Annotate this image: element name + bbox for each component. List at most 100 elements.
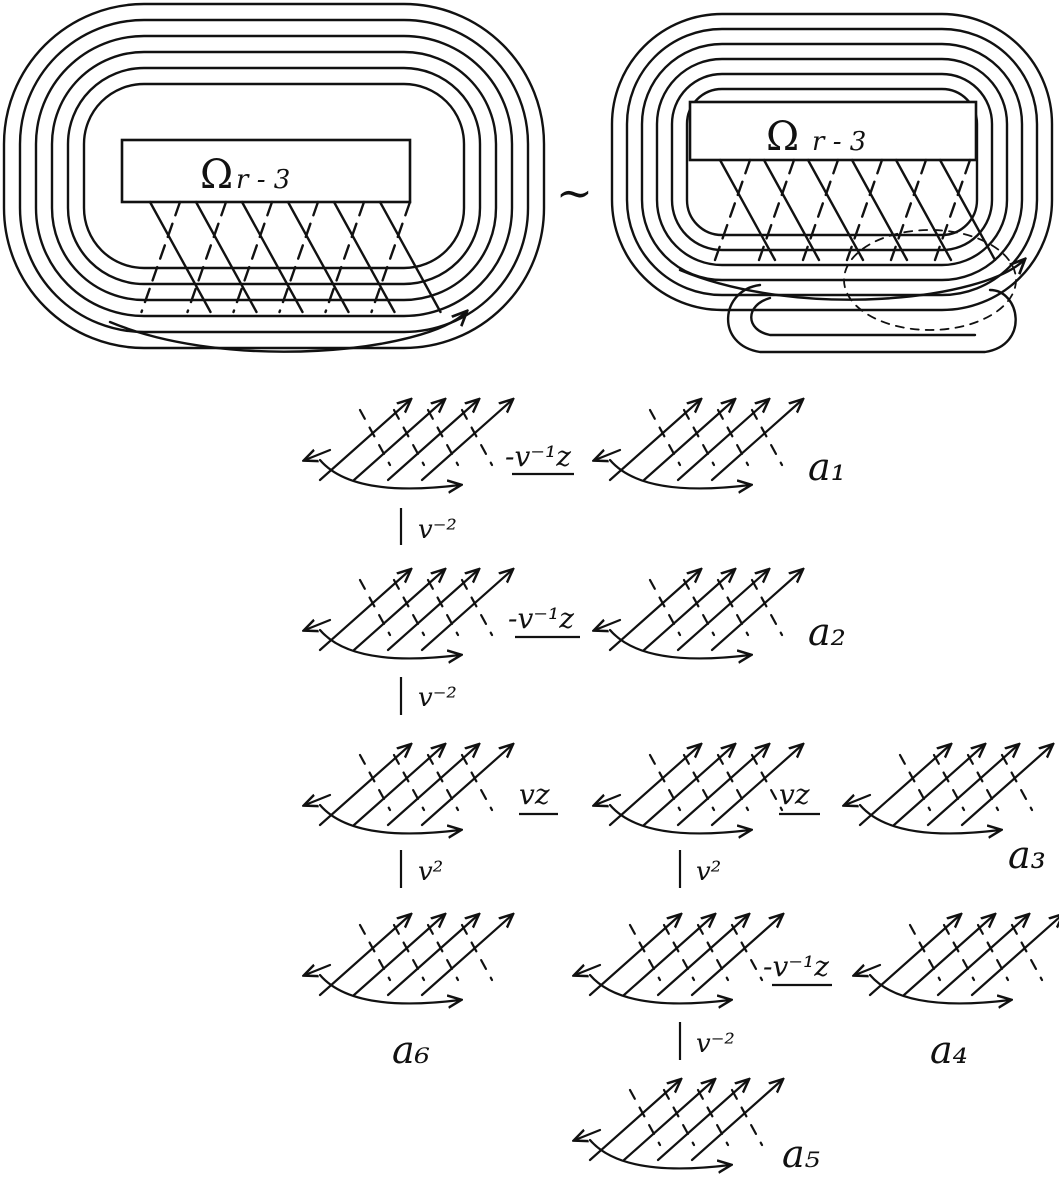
small-under-strand [662,1088,696,1147]
right-strand [850,158,909,262]
name-a2: a₂ [808,610,846,654]
small-under-strand [716,753,750,812]
small-under-strand [648,408,682,467]
small-strand [386,570,478,652]
small-under-strand [392,753,426,812]
small-under-strand [730,923,764,982]
small-strand [868,915,960,997]
small-strand [318,745,410,827]
omega-box-right [688,100,978,162]
small-under-strand [966,753,1000,812]
right-strand-under [713,158,752,262]
small-arrow-left [305,965,332,975]
small-strand [858,745,950,827]
left-strand [240,200,304,314]
small-strand [386,915,478,997]
small-strand [352,570,444,652]
small-arrow-left [305,620,332,630]
small-under-strand [628,1088,662,1147]
small-strand [318,570,410,652]
diagram-row1-left [305,400,512,489]
small-arc [608,458,750,489]
small-under-strand [426,753,460,812]
small-arc [608,628,750,659]
right-strand [806,158,865,262]
small-strand [656,915,748,997]
small-under-strand [358,578,392,637]
small-strand [936,915,1028,997]
vfac-12: v⁻² [418,515,457,545]
omega-symbol-left: Ω [200,152,233,198]
small-under-strand [932,753,966,812]
small-under-strand [358,753,392,812]
small-under-strand [1000,753,1034,812]
small-strand [608,570,700,652]
small-strand [642,570,734,652]
small-strand [588,1080,680,1162]
small-strand [420,745,512,827]
diagram-row1-right [595,400,802,489]
small-strand [352,745,444,827]
small-strand [352,915,444,997]
left-braid [108,200,466,353]
small-under-strand [648,753,682,812]
omega-sub-left: r - 3 [236,165,290,195]
omega-box-left [120,138,412,204]
name-a6: a₆ [392,1028,430,1072]
right-strand-under [757,158,796,262]
dashed-circle [843,229,1017,331]
small-under-strand [750,408,784,467]
small-under-strand [628,923,662,982]
small-strand [642,400,734,482]
vfac-23: v⁻² [418,683,457,713]
omega-sub-right: r - 3 [812,127,866,157]
small-under-strand [942,923,976,982]
small-strand [690,1080,782,1162]
small-strand [588,915,680,997]
right-strand [762,158,821,262]
diagram-row5 [575,1080,782,1169]
small-strand [690,915,782,997]
small-under-strand [696,923,730,982]
small-strand [676,570,768,652]
right-strand [894,158,953,262]
small-under-strand [730,1088,764,1147]
small-under-strand [750,753,784,812]
small-arrow-left [845,795,872,805]
diagram-row4-left [305,915,512,1004]
left-loop [82,82,466,270]
vfac-m34: v² [696,857,721,887]
small-strand [318,915,410,997]
small-arc [608,803,750,834]
diagram-row2-left [305,570,512,659]
small-strand [420,570,512,652]
small-under-strand [662,923,696,982]
small-arc [318,458,460,489]
vfac-34: v² [418,857,443,887]
small-under-strand [682,753,716,812]
small-arrow-left [305,450,332,460]
tilde: ~ [556,168,593,219]
right-strand-under [801,158,840,262]
omega-symbol-right: Ω [766,114,799,160]
small-under-strand [1010,923,1044,982]
right-strand [718,158,777,262]
small-strand [902,915,994,997]
right-strand-under [889,158,928,262]
right-arc [678,260,1024,301]
coef-row3a: vz [519,778,550,811]
small-arrow-left [595,450,622,460]
right-loop [640,42,1024,282]
small-under-strand [460,753,494,812]
small-arc [868,973,1010,1004]
small-strand [420,915,512,997]
small-under-strand [908,923,942,982]
small-strand [676,745,768,827]
left-strand-under [278,200,320,314]
name-a3: a₃ [1008,833,1046,877]
vfac-m45: v⁻² [696,1029,735,1059]
right-knot-diagram [610,12,1054,354]
small-strand [892,745,984,827]
small-under-strand [716,578,750,637]
